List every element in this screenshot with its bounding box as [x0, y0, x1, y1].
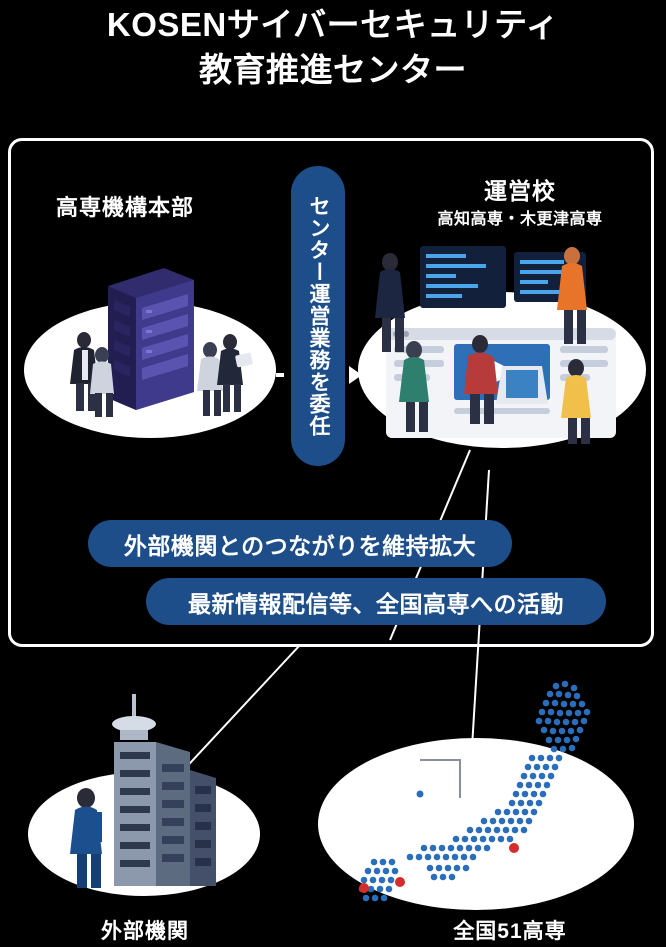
hq-label: 高専機構本部 [56, 195, 195, 220]
page-title: KOSENサイバーセキュリティ 教育推進センター [0, 2, 666, 92]
server-rack-icon [108, 268, 194, 410]
person-figure [197, 342, 223, 416]
person-figure [399, 341, 429, 432]
external-label: 外部機関 [101, 920, 189, 943]
operator-illustration [375, 246, 616, 444]
laptop-icon [496, 366, 548, 404]
person-figure [464, 335, 498, 424]
map-highlight-dots [359, 843, 519, 893]
code-panel [420, 246, 586, 308]
person-figure [70, 332, 98, 411]
delegation-pill: センター運営業務を委任 [291, 166, 345, 466]
person-figure [561, 359, 591, 444]
person-figure [375, 253, 405, 352]
map-callout-bracket [420, 759, 461, 798]
operator-label: 運営校 [484, 178, 556, 204]
office-building-icon [112, 694, 216, 886]
person-figure [70, 788, 102, 888]
page-title-line2: 教育推進センター [199, 51, 467, 88]
japan-map-icon [358, 680, 591, 902]
pill-nationwide-activity: 最新情報配信等、全国高専への活動 [146, 578, 606, 625]
person-figure [217, 334, 253, 412]
hq-illustration [70, 268, 253, 417]
kosen-label: 全国51高専 [453, 920, 567, 943]
map-callout-dot [416, 790, 424, 798]
page-title-line1: KOSENサイバーセキュリティ [106, 6, 560, 43]
center-scope-box [8, 138, 654, 647]
operator-sublabel: 高知高専・木更津高専 [437, 211, 603, 228]
person-figure [90, 347, 114, 417]
external-illustration [70, 694, 216, 888]
pill-external-connection: 外部機関とのつながりを維持拡大 [88, 520, 512, 567]
arrow-tail [276, 373, 284, 377]
person-figure [557, 247, 587, 344]
arrow-right-icon [349, 366, 362, 384]
